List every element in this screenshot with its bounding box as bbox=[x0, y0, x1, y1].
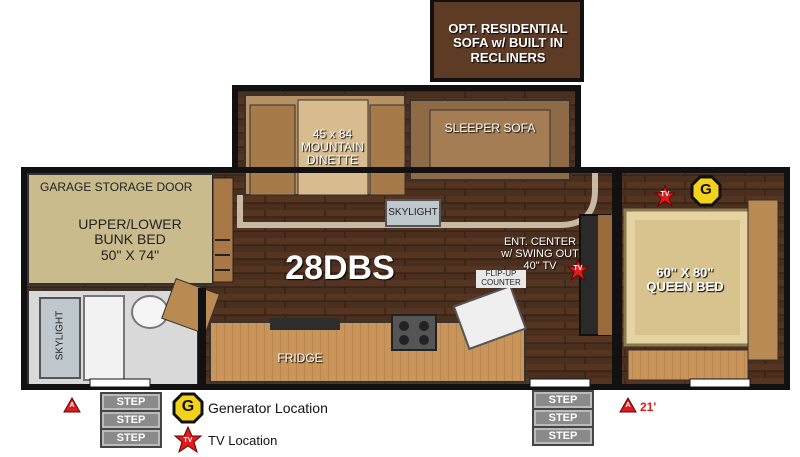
axle-marker-letter: A bbox=[625, 402, 631, 409]
stove bbox=[391, 314, 437, 351]
axle-marker-icon bbox=[63, 396, 81, 413]
step-right-1: STEP bbox=[532, 390, 594, 410]
step-left-3: STEP bbox=[100, 428, 162, 448]
bath-skylight-label: SKYLIGHT bbox=[54, 310, 66, 361]
tv-symbol: TV bbox=[660, 191, 670, 198]
bath-skylight bbox=[39, 297, 81, 379]
legend-tv-symbol: TV bbox=[183, 437, 193, 444]
length-dimension: 21' bbox=[640, 400, 657, 414]
shower bbox=[83, 295, 125, 381]
opt-sofa-area bbox=[430, 0, 584, 82]
main-skylight bbox=[385, 199, 441, 227]
model-title: 28DBS bbox=[285, 249, 395, 287]
tv-symbol: TV bbox=[573, 265, 583, 272]
toilet bbox=[131, 295, 169, 329]
step-left-2: STEP bbox=[100, 410, 162, 430]
legend-tv-icon bbox=[173, 425, 203, 454]
garage-door-label: GARAGE STORAGE DOOR bbox=[40, 180, 193, 194]
step-right-3: STEP bbox=[532, 426, 594, 446]
axle-marker-letter: A bbox=[69, 402, 75, 409]
sink-counter bbox=[452, 284, 527, 351]
generator-location-icon bbox=[690, 175, 722, 207]
main-skylight-label: SKYLIGHT bbox=[388, 207, 438, 218]
generator-symbol: G bbox=[700, 181, 712, 198]
axle-marker-icon bbox=[619, 396, 637, 413]
sleeper-sofa-label: SLEEPER SOFA bbox=[444, 121, 536, 135]
tv-location-icon bbox=[566, 258, 590, 282]
fridge-label: FRIDGE bbox=[277, 351, 323, 365]
legend-generator-icon bbox=[172, 392, 204, 424]
legend-tv-label: TV Location bbox=[208, 433, 278, 448]
queen-bed-label: 60" X 80"QUEEN BED bbox=[646, 265, 724, 295]
legend-generator-symbol: G bbox=[181, 398, 195, 415]
outer-wall bbox=[21, 167, 790, 390]
step-left-1: STEP bbox=[100, 392, 162, 412]
tv-location-icon bbox=[653, 184, 677, 208]
step-right-2: STEP bbox=[532, 408, 594, 428]
legend-generator-label: Generator Location bbox=[208, 400, 328, 416]
